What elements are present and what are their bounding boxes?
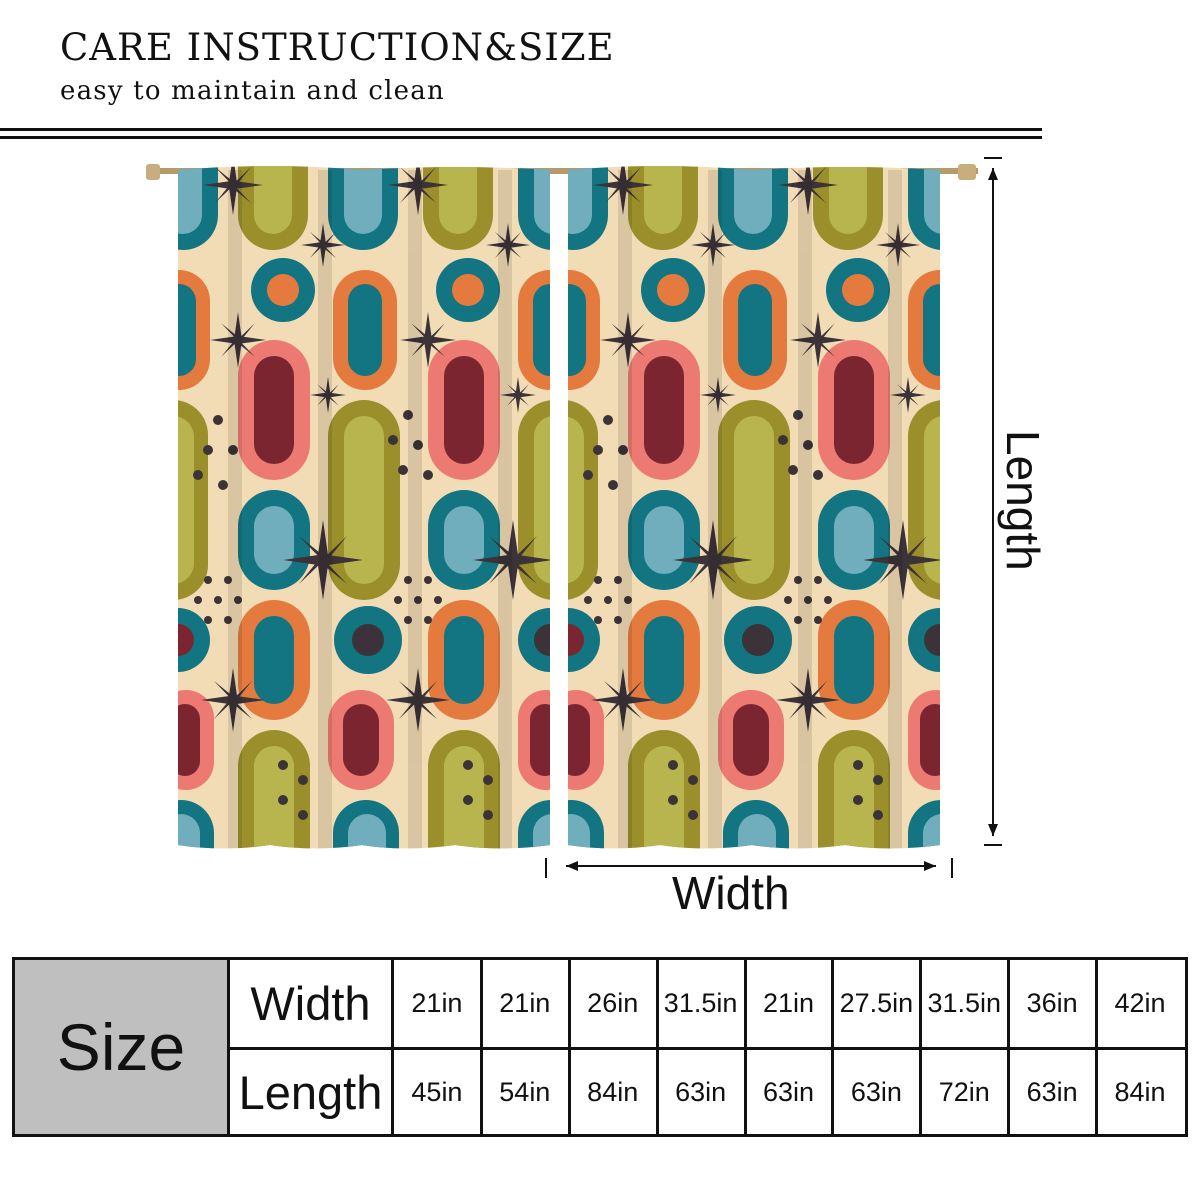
size-table: Size Width Length 21in 45in 21in 54in 26in 84… [12, 957, 1188, 1137]
size-header-cell: Size [15, 960, 227, 1134]
table-divider [567, 960, 571, 1134]
size-header-label: Size [56, 1010, 186, 1084]
table-divider [1007, 960, 1011, 1134]
table-divider [919, 960, 923, 1134]
table-divider [227, 960, 230, 1134]
length-dimension-label: Length [997, 430, 1049, 571]
width-value-cell: 31.5in [927, 988, 1002, 1018]
table-divider [479, 960, 483, 1134]
length-value-cell: 84in [1114, 1076, 1166, 1107]
row-label-width: Width [250, 977, 371, 1030]
table-divider [229, 1047, 1185, 1050]
page-title: CARE INSTRUCTION&SIZE [60, 26, 615, 69]
width-value-cell: 42in [1114, 988, 1166, 1018]
table-divider [743, 960, 747, 1134]
length-value-cell: 84in [587, 1076, 639, 1107]
width-value-cell: 26in [587, 988, 639, 1018]
width-value-cell: 27.5in [839, 988, 914, 1018]
width-value-cell: 21in [762, 988, 814, 1018]
curtain-illustration [146, 157, 1002, 878]
length-value-cell: 63in [1026, 1076, 1078, 1107]
width-value-cell: 21in [411, 988, 463, 1018]
header-divider-top [0, 128, 1042, 131]
length-value-cell: 72in [938, 1076, 990, 1107]
width-value-cell: 31.5in [663, 988, 738, 1018]
table-divider [831, 960, 835, 1134]
width-dimension-label: Width [672, 867, 790, 919]
row-label-length: Length [238, 1065, 383, 1119]
table-divider [1095, 960, 1099, 1134]
width-value-cell: 36in [1026, 988, 1078, 1018]
length-value-cell: 54in [499, 1076, 551, 1107]
header-divider-bottom [0, 136, 1042, 139]
table-divider [655, 960, 659, 1134]
width-value-cell: 21in [499, 988, 551, 1018]
length-value-cell: 63in [675, 1076, 727, 1107]
length-value-cell: 63in [762, 1076, 814, 1107]
page-subtitle: easy to maintain and clean [60, 76, 445, 106]
length-value-cell: 45in [411, 1076, 463, 1107]
length-value-cell: 63in [850, 1076, 902, 1107]
